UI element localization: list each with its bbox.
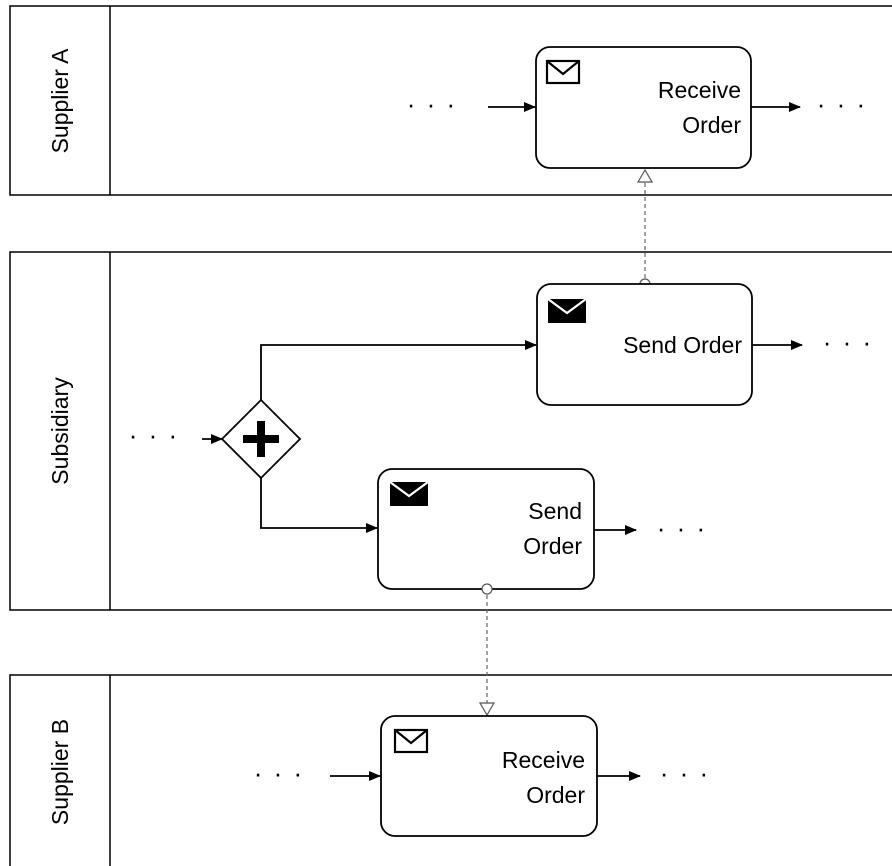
- envelope-outline-icon: [545, 59, 581, 85]
- pool-label-supplier-a: Supplier A: [47, 48, 73, 154]
- task-label: Order: [523, 533, 582, 559]
- sequence-flow: [260, 340, 537, 400]
- continuation-dots: · · ·: [817, 89, 867, 119]
- task-label: Order: [682, 112, 741, 138]
- task-send-order-bottom[interactable]: Send Order: [377, 468, 595, 590]
- envelope-filled-icon: [389, 481, 429, 506]
- continuation-dots: · · ·: [657, 513, 707, 543]
- task-receive-order-b[interactable]: Receive Order: [380, 715, 598, 837]
- continuation-dots: · · ·: [407, 89, 457, 119]
- continuation-dots: · · ·: [129, 420, 179, 450]
- task-label: Receive: [502, 747, 585, 773]
- continuation-dots: · · ·: [660, 758, 710, 788]
- task-receive-order-a[interactable]: Receive Order: [535, 46, 752, 169]
- sequence-flow: [260, 478, 378, 533]
- pool-label-supplier-b: Supplier B: [47, 719, 73, 825]
- pool-label-subsidiary: Subsidiary: [47, 377, 73, 485]
- continuation-dots: · · ·: [823, 327, 873, 357]
- task-label: Send Order: [623, 332, 742, 358]
- task-send-order-top[interactable]: Send Order: [536, 283, 753, 406]
- plus-icon: [243, 421, 279, 457]
- envelope-outline-icon: [393, 728, 429, 754]
- task-label: Send: [528, 498, 582, 524]
- task-label: Order: [526, 782, 585, 808]
- task-label: Receive: [658, 77, 741, 103]
- continuation-dots: · · ·: [254, 758, 304, 788]
- message-flow-to-supplier-b: [482, 583, 492, 715]
- envelope-filled-icon: [547, 298, 587, 323]
